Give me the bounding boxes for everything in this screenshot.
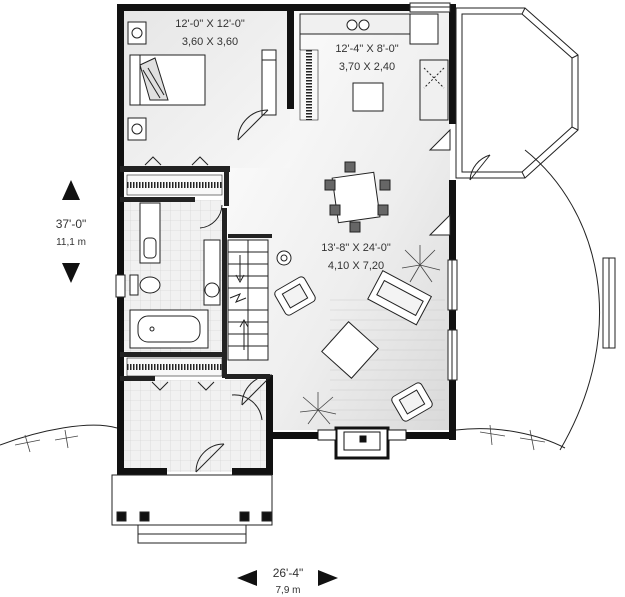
shrubs — [14, 424, 546, 453]
toilet-tank — [129, 274, 139, 296]
depth-dimension: 37'-0" 11,1 m — [56, 180, 87, 283]
bedroom-size-imperial: 12'-0" X 12'-0" — [175, 18, 245, 30]
kitchen — [299, 13, 449, 121]
dining-set — [324, 161, 391, 233]
bifold-doors — [144, 156, 215, 391]
kitchen-size-imperial: 12'-4" X 8'-0" — [335, 43, 398, 55]
refrigerator — [409, 13, 439, 45]
sink — [346, 19, 358, 31]
dresser — [261, 49, 277, 116]
coffee-table — [321, 321, 379, 379]
interior-walls — [120, 166, 272, 381]
closets — [126, 49, 319, 377]
stairs — [227, 239, 273, 406]
bathroom — [129, 202, 223, 349]
bay-window — [455, 7, 579, 181]
foyer-floor — [122, 380, 272, 472]
plant-1 — [401, 245, 441, 283]
bedroom-furniture — [127, 21, 277, 141]
porch-outline — [0, 149, 616, 451]
entry-porch — [111, 394, 273, 544]
toilet-bowl — [139, 276, 161, 294]
main-floor — [222, 8, 450, 430]
nightstand-bottom — [127, 117, 147, 141]
bedroom-size-metric: 3,60 X 3,60 — [182, 36, 238, 48]
nightstand-top — [127, 21, 147, 45]
living-size-metric: 4,10 X 7,20 — [328, 260, 384, 272]
living-size-imperial: 13'-8" X 24'-0" — [321, 242, 391, 254]
depth-metric: 11,1 m — [56, 237, 86, 248]
plants — [14, 245, 546, 453]
windows — [115, 2, 458, 381]
room-labels: 12'-0" X 12'-0" 3,60 X 3,60 12'-4" X 8'-… — [175, 18, 399, 272]
kitchen-island — [352, 82, 384, 112]
width-dimension: 26'-4" 7,9 m — [237, 566, 338, 596]
bedroom-door-swing — [237, 109, 269, 141]
range — [419, 59, 449, 121]
depth-imperial: 37'-0" — [56, 217, 87, 231]
fireplace — [317, 426, 407, 460]
kitchen-size-metric: 3,70 X 2,40 — [339, 61, 395, 73]
living-furniture — [274, 250, 433, 422]
dining-table — [331, 171, 381, 224]
width-metric: 7,9 m — [275, 585, 300, 596]
width-imperial: 26'-4" — [273, 566, 304, 580]
plant-2 — [299, 392, 337, 425]
